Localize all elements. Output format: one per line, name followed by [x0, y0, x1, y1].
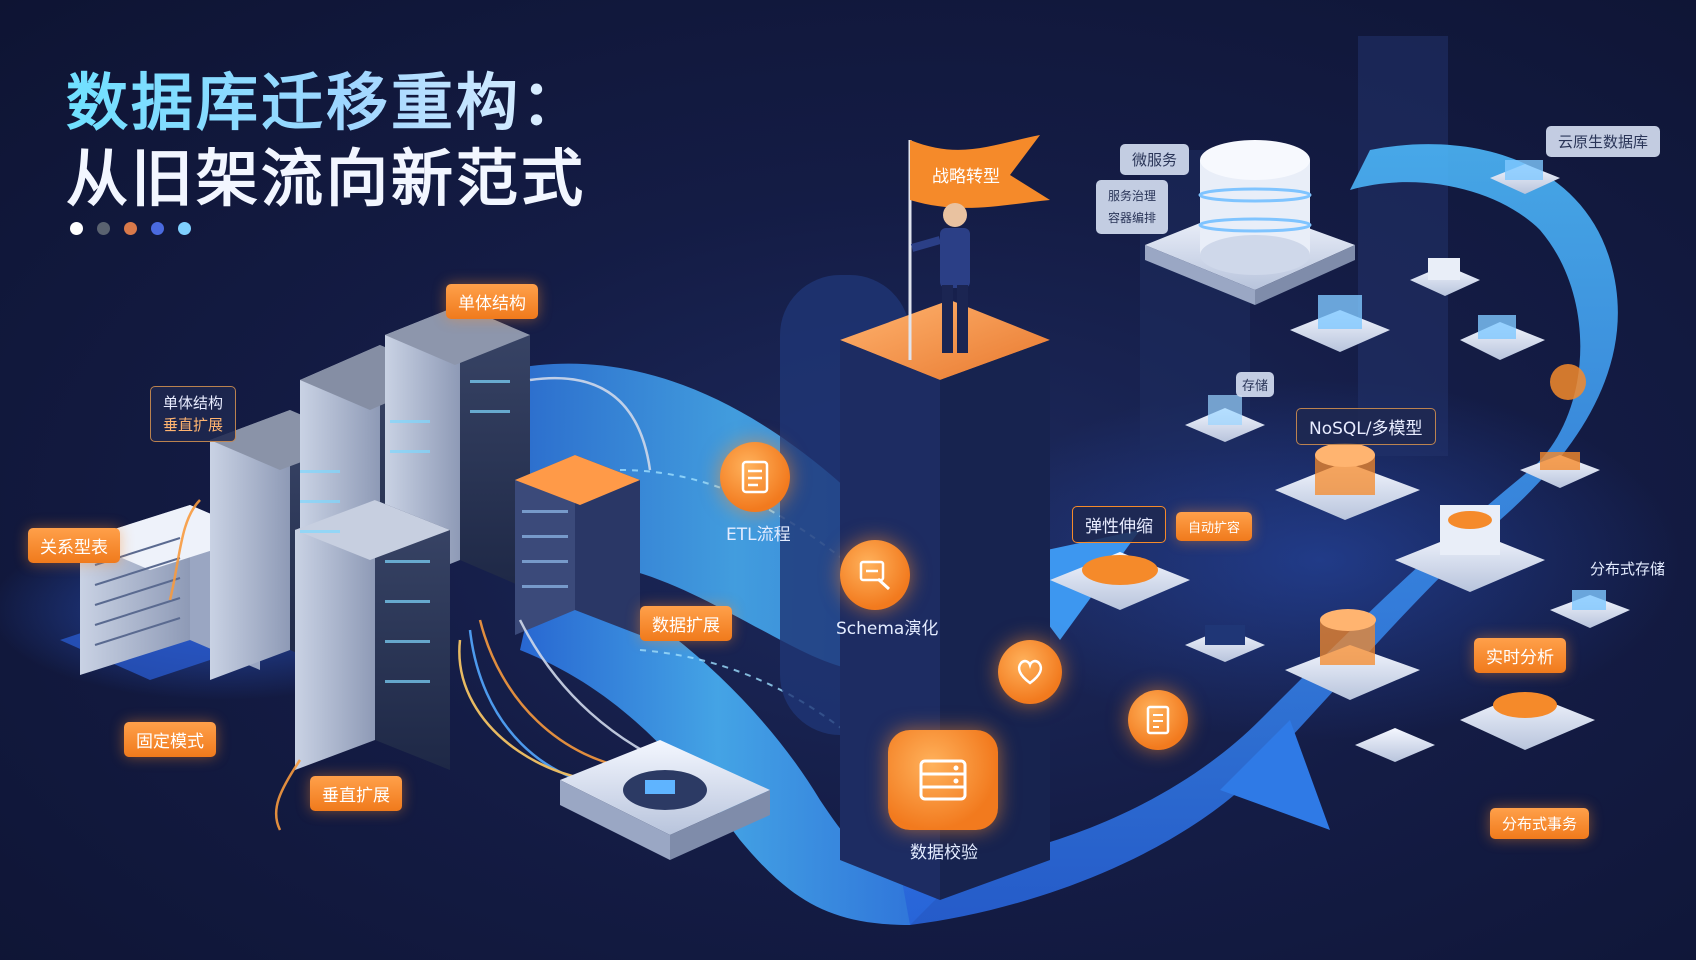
step-label-etl: ETL流程: [726, 525, 791, 545]
step-label-schema: Schema演化: [836, 619, 939, 639]
document-icon: [720, 442, 790, 512]
dot: [151, 222, 164, 235]
cloud-database: [1145, 140, 1355, 305]
page-title-line-2: 从旧架流向新范式: [66, 142, 587, 215]
label-microservice-sub-2: 容器编排: [1108, 211, 1157, 225]
label-monolith-side-sub: 垂直扩展: [163, 416, 224, 434]
label-elastic-side: 自动扩容: [1176, 512, 1253, 541]
schema-tool-icon: [840, 540, 910, 610]
label-fixed-schema: 固定模式: [124, 722, 216, 757]
dot: [97, 222, 110, 235]
label-nosql: NoSQL/多模型: [1296, 408, 1436, 445]
flow-ribbon-lower: [520, 560, 960, 925]
dot: [70, 222, 83, 235]
step-label-verify: 数据校验: [910, 843, 978, 863]
label-monolith-top: 单体结构: [446, 284, 538, 319]
decorative-dots: [70, 222, 191, 235]
label-storage-small: 存储: [1236, 372, 1275, 397]
bg-pillar: [1358, 36, 1448, 456]
label-microservice-sub-1: 服务治理: [1108, 189, 1157, 203]
label-distributed-storage: 分布式存储: [1590, 560, 1666, 578]
dot: [178, 222, 191, 235]
monolith-rack-cluster: [210, 305, 530, 770]
network-device: [560, 740, 770, 860]
label-monolith-side: 单体结构 垂直扩展: [150, 386, 237, 442]
label-relational: 关系型表: [28, 528, 120, 563]
label-elastic: 弹性伸缩: [1072, 506, 1166, 543]
orange-nodes: [1050, 364, 1630, 762]
label-distributed-tx: 分布式事务: [1490, 808, 1590, 839]
label-microservice-detail: 服务治理 容器编排: [1096, 180, 1169, 234]
flow-arrowhead: [1220, 720, 1330, 830]
report-icon: [1128, 690, 1188, 750]
orange-rack: [515, 455, 640, 635]
label-data-expand: 数据扩展: [640, 606, 732, 641]
rack: [295, 500, 450, 770]
page-title-line-1: 数据库迁移重构：: [66, 52, 586, 142]
label-strategy-flag: 战略转型: [932, 167, 1000, 187]
server-check-icon: [888, 730, 998, 830]
node-cluster: [1185, 160, 1560, 442]
label-vertical-scale: 垂直扩展: [310, 776, 402, 811]
heart-shield-icon: [998, 640, 1062, 704]
flag: [908, 135, 1050, 360]
label-cloud-native: 云原生数据库: [1546, 126, 1661, 157]
dot: [124, 222, 137, 235]
businessman-figure: [910, 203, 970, 353]
label-realtime: 实时分析: [1474, 638, 1566, 673]
label-microservice: 微服务: [1120, 144, 1190, 175]
label-monolith-side-title: 单体结构: [163, 394, 224, 412]
